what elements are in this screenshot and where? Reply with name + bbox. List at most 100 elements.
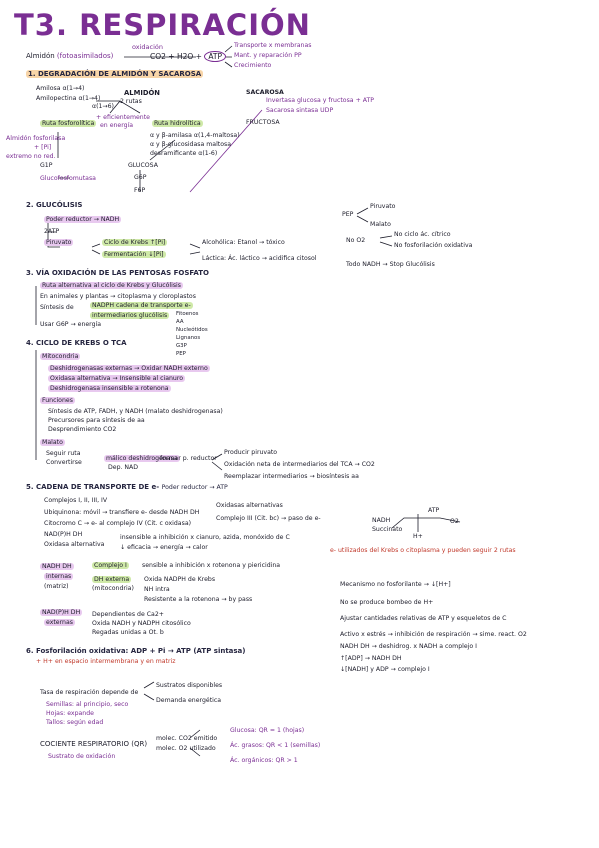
- lista-6: PEP: [176, 351, 186, 357]
- en-energia: en energía: [100, 122, 134, 129]
- funciones: Funciones: [40, 397, 75, 404]
- complejos: Complejos I, II, III, IV: [44, 497, 108, 504]
- section-6-sub: + H+ en espacio intermembrana y en matri…: [36, 658, 176, 665]
- insensible-inhibicion: insensible a inhibición x cianuro, azida…: [120, 534, 290, 541]
- molec-co2: molec. CO2 emitido: [156, 735, 218, 742]
- sintesis-de: Síntesis de: [40, 304, 74, 311]
- intro-arrow-label: oxidación: [132, 43, 164, 51]
- almidon-fosforilasa: Almidón fosforilasa: [6, 135, 66, 142]
- lista-3: Nucleótidos: [176, 327, 208, 333]
- producir-piruvato: Producir piruvato: [224, 449, 278, 456]
- no-ciclo: No ciclo ác. cítrico: [394, 231, 451, 238]
- citocromo: Citocromo C → e- al complejo IV (Cit. c …: [44, 520, 192, 527]
- diag-h-plus: H+: [413, 533, 423, 540]
- lista-4: Lignanos: [176, 335, 201, 341]
- cociente-respiratorio: COCIENTE RESPIRATORIO (QR): [40, 740, 148, 748]
- oxidasa-alternativa: Oxidasa alternativa: [44, 541, 105, 548]
- intro-products: CO2 + H2O + ATP: [150, 51, 226, 62]
- activo-estres: Activo x estrés → inhibición de respirac…: [340, 631, 527, 638]
- extremo-label: extremo no red.: [6, 153, 56, 160]
- oxidasas-alternativas: Oxidasas alternativas: [216, 502, 283, 509]
- diag-succinato: Succinato: [372, 526, 403, 533]
- deshidrogenasa-int: Deshidrogenasa insensible a rotenona: [48, 385, 171, 392]
- nadh-intra: NH intra: [144, 586, 170, 593]
- demanda-energetica: Demanda energética: [156, 697, 222, 704]
- tallos: Tallos: según edad: [46, 719, 104, 726]
- nadph-dh: NAD(P)H DH: [44, 531, 83, 538]
- nadh-down: ↓[NADH] y ADP → complejo I: [340, 666, 430, 673]
- regadas: Regadas unidas a Ot. b: [92, 629, 164, 636]
- intro-reactants: Almidón (fotoasimilados): [26, 52, 114, 60]
- section-2-heading: 2. GLUCÓLISIS: [26, 201, 83, 209]
- sustrato-oxidacion: Sustrato de oxidación: [48, 753, 116, 760]
- deshidrogenasas: Deshidrogenasas externas → Oxidar NADH e…: [48, 365, 210, 372]
- invertasa: Invertasa glucosa y fructosa + ATP: [266, 97, 374, 104]
- sustratos-disponibles: Sustratos disponibles: [156, 682, 223, 689]
- ac-grasos-qr: Ác. grasos: QR < 1 (semillas): [230, 742, 321, 749]
- pep-label: PEP: [342, 211, 354, 218]
- externas: externas: [44, 619, 75, 626]
- oxida-nadh: Oxida NADH y NADPH citosólico: [92, 620, 191, 627]
- glucofosfomutasa: Glucofosfomutasa: [40, 175, 96, 182]
- tasa-respiracion: Tasa de respiración depende de: [40, 689, 139, 696]
- mitocondria: Mitocondria: [40, 353, 81, 360]
- internas: internas: [44, 573, 74, 580]
- ciclo-krebs: Ciclo de Krebs ↑[Pi]: [102, 239, 168, 246]
- malico-dh: málico deshidrogenasa: [104, 455, 180, 462]
- almidon-label: ALMIDÓN: [124, 89, 160, 97]
- mas-eficiente: + eficientemente: [96, 114, 150, 121]
- g6p: G6P: [134, 174, 147, 181]
- section-6-heading: 6. Fosforilación oxidativa: ADP + Pi → A…: [26, 647, 246, 655]
- diag-o2: O2: [450, 518, 459, 525]
- animales-plantas: En animales y plantas → citoplasma y clo…: [40, 293, 196, 300]
- dependientes: Dependientes de Ca2+: [92, 611, 164, 618]
- molec-o2: molec. O2 utilizado: [156, 745, 216, 752]
- complejo-3: Complejo III (Cit. bc) → paso de e-: [216, 515, 321, 522]
- ruta-fosforolitica: Ruta fosforolítica: [40, 120, 97, 127]
- convertirse: Convertirse: [46, 459, 82, 466]
- nadh-dh-2: NADH DH → deshidrog. x NADH a complejo I: [340, 643, 477, 650]
- intro-use-1: Transporte x membranas: [234, 42, 312, 49]
- no-fosforilacion: No fosforilación oxidativa: [394, 242, 473, 249]
- nadph-cadena: NADPH cadena de transporte e-: [90, 302, 193, 309]
- matriz: (matriz): [44, 583, 69, 590]
- hojas: Hojas: expande: [46, 710, 94, 717]
- amilopectina-2: α(1→6): [92, 103, 114, 110]
- section-4-heading: 4. CICLO DE KREBS O TCA: [26, 339, 127, 347]
- ruta-hidrolitica: Ruta hidrolítica: [152, 120, 203, 127]
- sacarosa-label: SACAROSA: [246, 89, 284, 96]
- semillas: Semillas: al principio, seco: [46, 701, 129, 708]
- section-5-heading: 5. CADENA DE TRANSPORTE DE e- Poder redu…: [26, 483, 228, 491]
- malato-heading: Malato: [40, 439, 65, 446]
- piruvato: Piruvato: [44, 239, 74, 246]
- alcoholica: Alcohólica: Etanol → tóxico: [202, 239, 285, 246]
- rutas-label: 2 rutas: [120, 98, 142, 105]
- two-atp: 2ATP: [44, 228, 60, 235]
- resistente: Resistente a la rotenona → by pass: [144, 596, 253, 603]
- lista-5: G3P: [176, 343, 187, 349]
- atp-badge: ATP: [204, 51, 226, 62]
- lista-2: AA: [176, 319, 184, 325]
- reemplazar: Reemplazar intermediarios → biosíntesis …: [224, 473, 359, 480]
- todo-nadh: Todo NADH → Stop Glucólisis: [346, 261, 435, 268]
- desramificante: desramificante α(1-6): [150, 150, 218, 157]
- intro-use-3: Crecimiento: [234, 62, 272, 69]
- nota-roja: e- utilizados del Krebs o citoplasma y p…: [330, 547, 516, 554]
- ajustar: Ajustar cantidades relativas de ATP y es…: [340, 615, 507, 622]
- complejo-1: Complejo I: [92, 562, 129, 569]
- f6p: F6P: [134, 187, 146, 194]
- desprendimiento: Desprendimiento CO2: [48, 426, 117, 433]
- oxidasa: Oxidasa alternativa → Insensible al cian…: [48, 375, 186, 382]
- intermediarios-glucolisis: intermediarios glucólisis: [90, 312, 170, 319]
- eficacia: ↓ eficacia → energía → calor: [120, 544, 208, 551]
- sacarosa-sintasa: Sacarosa sintasa UDP: [266, 107, 334, 114]
- pi-label: + [Pi]: [34, 144, 52, 151]
- diag-nadh: NADH: [372, 517, 391, 524]
- oxidacion-neta: Oxidación neta de intermediarios del TCA…: [224, 461, 375, 468]
- sintesis-atp: Síntesis de ATP, FADH, y NADH (malato de…: [48, 408, 223, 415]
- seguir-ruta: Seguir ruta: [46, 450, 81, 457]
- adp-up: ↑[ADP] → NADH DH: [340, 655, 402, 662]
- ruta-alternativa: Ruta alternativa al ciclo de Krebs y Glu…: [40, 282, 184, 289]
- mitocondria-p: (mitocondria): [92, 585, 134, 592]
- amilasa-2: α y β-glucosidasa maltosa: [150, 141, 232, 148]
